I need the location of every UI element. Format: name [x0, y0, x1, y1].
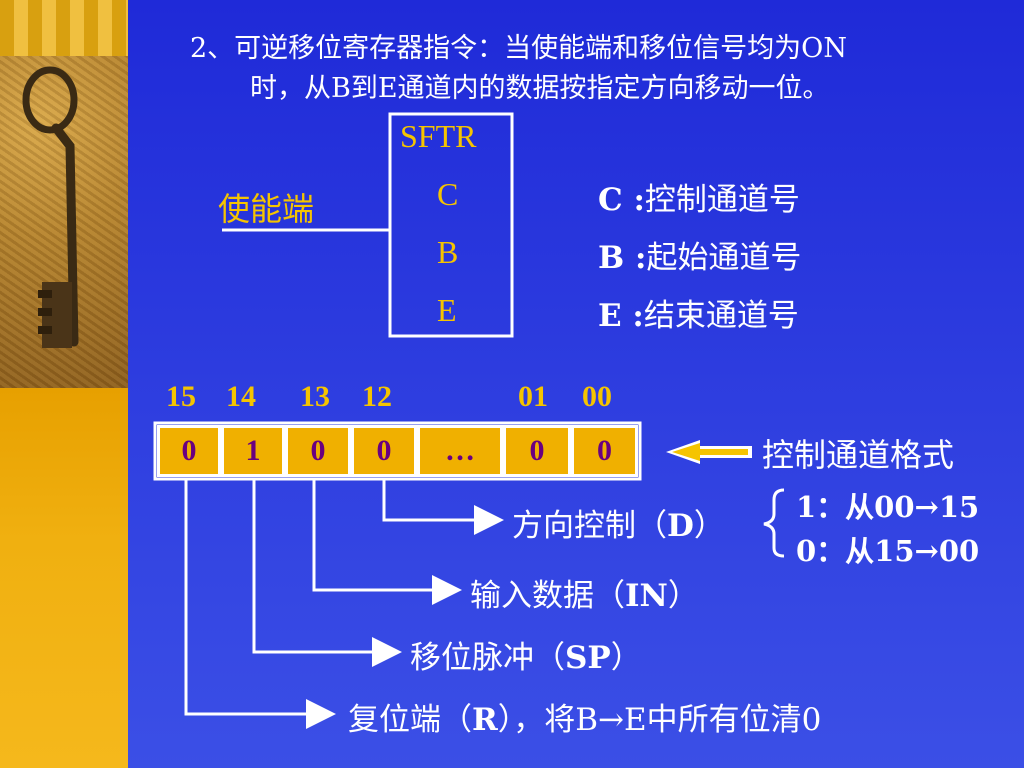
bit-cell-15: 0 [157, 425, 221, 477]
input-label: 输入数据（IN） [470, 570, 699, 615]
reset-label: 复位端（R），将B→E中所有位清0 [348, 694, 821, 739]
enable-label: 使能端 [218, 190, 315, 228]
bit-number-00: 00 [582, 380, 612, 413]
block-param-b: B [437, 234, 459, 270]
key-icon [22, 66, 79, 348]
bit-number-01: 01 [518, 380, 548, 413]
bit-number-13: 13 [300, 380, 330, 413]
bit-number-15: 15 [166, 380, 196, 413]
param-key-e: E : [598, 298, 644, 334]
reset-pre: 复位端（ [348, 702, 472, 738]
sftr-block-box [388, 112, 514, 338]
bit-number-14: 14 [226, 380, 256, 413]
bit-cell-00: 0 [571, 425, 638, 477]
title-line-1: 2、可逆移位寄存器指令：当使能端和移位信号均为ON [190, 33, 847, 64]
shift-post: ） [610, 640, 642, 676]
reset-post: ），将B→E中所有位清0 [497, 702, 822, 738]
param-desc-c: C :控制通道号 [598, 174, 800, 219]
title-line-2: 时，从B到E通道内的数据按指定方向移动一位。 [250, 73, 830, 104]
key-image [0, 56, 128, 388]
format-label: 控制通道格式 [762, 436, 955, 474]
input-leader [312, 479, 462, 605]
bit-cell-01: 0 [503, 425, 571, 477]
block-param-e: E [437, 292, 457, 328]
param-key-c: C : [598, 182, 645, 218]
decorative-stripes [0, 0, 128, 56]
direction-post: ） [693, 508, 725, 544]
bit-cell-13: 0 [285, 425, 351, 477]
direction-label: 方向控制（D） [512, 500, 725, 545]
direction-option-0: 0：从15→00 [796, 534, 980, 568]
direction-pre: 方向控制（ [512, 508, 667, 544]
input-key: IN [625, 578, 668, 614]
shift-pre: 移位脉冲（ [410, 640, 565, 676]
brace-icon [763, 488, 785, 558]
input-pre: 输入数据（ [470, 578, 625, 614]
param-key-b: B : [598, 240, 647, 276]
bit-cell-ellipsis: … [417, 425, 503, 477]
bit-cell-14: 1 [221, 425, 285, 477]
input-post: ） [667, 578, 699, 614]
param-text-b: 起始通道号 [646, 240, 802, 276]
block-param-c: C [437, 176, 459, 212]
param-text-c: 控制通道号 [644, 182, 800, 218]
direction-key: D [667, 508, 694, 544]
left-band-lower [0, 388, 128, 768]
bit-cell-12: 0 [351, 425, 417, 477]
shift-pulse-label: 移位脉冲（SP） [410, 632, 642, 677]
direction-option-1: 1：从00→15 [796, 490, 980, 524]
param-desc-b: B :起始通道号 [598, 232, 801, 277]
direction-leader [382, 479, 504, 535]
reset-key: R [472, 702, 498, 738]
param-text-e: 结束通道号 [643, 298, 799, 334]
shift-key: SP [565, 640, 611, 676]
param-desc-e: E :结束通道号 [598, 290, 799, 335]
bit-number-12: 12 [362, 380, 392, 413]
block-name: SFTR [400, 118, 477, 154]
shift-leader [252, 479, 402, 667]
bit-table-border [153, 421, 642, 481]
format-arrow-fill [672, 443, 748, 461]
reset-leader [184, 479, 336, 729]
